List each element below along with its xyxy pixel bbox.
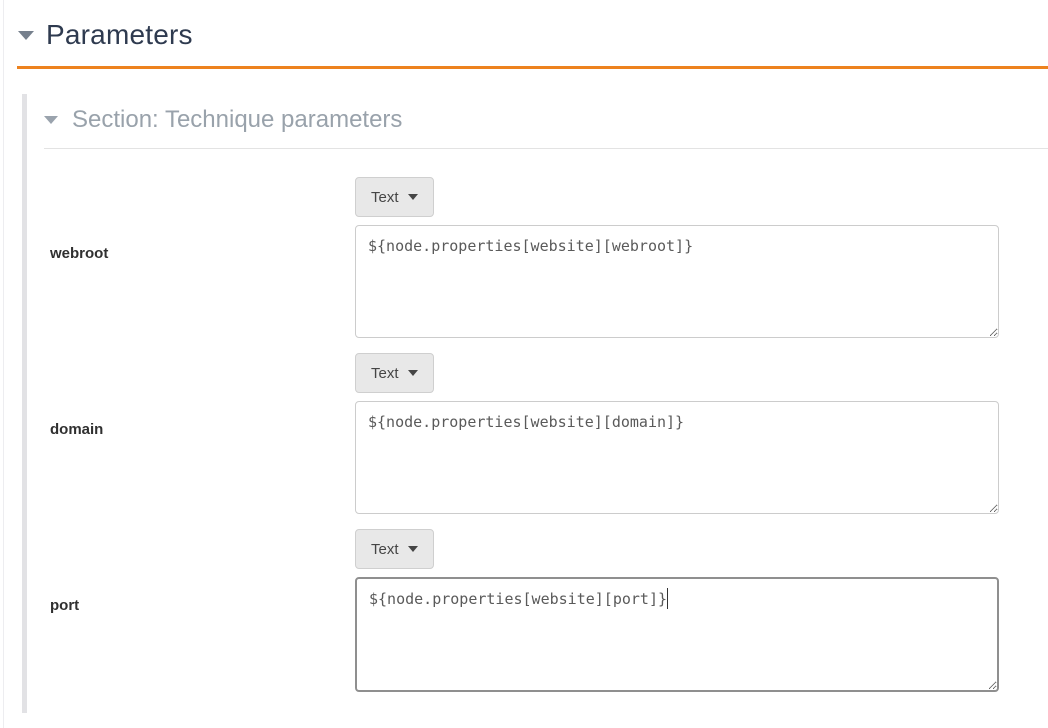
page-title: Parameters: [46, 19, 193, 50]
chevron-down-icon: [407, 546, 418, 552]
section-title: Section: Technique parameters: [72, 106, 403, 133]
type-selector-dropdown[interactable]: Text: [355, 353, 434, 393]
param-row-webroot: webroot Text ${node.properties[website][…: [44, 177, 1048, 338]
type-selector-label: Text: [371, 188, 399, 206]
caret-down-icon[interactable]: [18, 30, 34, 40]
param-value-input-domain[interactable]: ${node.properties[website][domain]}: [355, 401, 999, 514]
parameters-header[interactable]: Parameters: [17, 0, 1048, 69]
param-control-domain: Text ${node.properties[website][domain]}: [355, 353, 999, 514]
page-edge-divider: [3, 0, 4, 728]
technique-parameters-section: Section: Technique parameters webroot Te…: [22, 94, 1048, 713]
type-selector-label: Text: [371, 364, 399, 382]
chevron-down-icon: [407, 194, 418, 200]
param-control-port: Text ${node.properties[website][port]}: [355, 529, 999, 692]
caret-down-icon[interactable]: [44, 116, 58, 124]
param-label-domain: domain: [50, 421, 104, 438]
param-row-port: port Text ${node.properties[website][por…: [44, 529, 1048, 692]
param-value-input-webroot[interactable]: ${node.properties[website][webroot]}: [355, 225, 999, 338]
type-selector-dropdown[interactable]: Text: [355, 177, 434, 217]
param-value-input-port[interactable]: ${node.properties[website][port]}: [355, 577, 999, 692]
text-cursor: [667, 588, 668, 609]
type-selector-label: Text: [371, 540, 399, 558]
chevron-down-icon: [407, 370, 418, 376]
param-label-port: port: [50, 597, 80, 614]
param-control-webroot: Text ${node.properties[website][webroot]…: [355, 177, 999, 338]
param-label-webroot: webroot: [50, 245, 109, 262]
param-row-domain: domain Text ${node.properties[website][d…: [44, 353, 1048, 514]
parameter-fields: webroot Text ${node.properties[website][…: [44, 177, 1048, 692]
section-header[interactable]: Section: Technique parameters: [44, 104, 1048, 149]
type-selector-dropdown[interactable]: Text: [355, 529, 434, 569]
